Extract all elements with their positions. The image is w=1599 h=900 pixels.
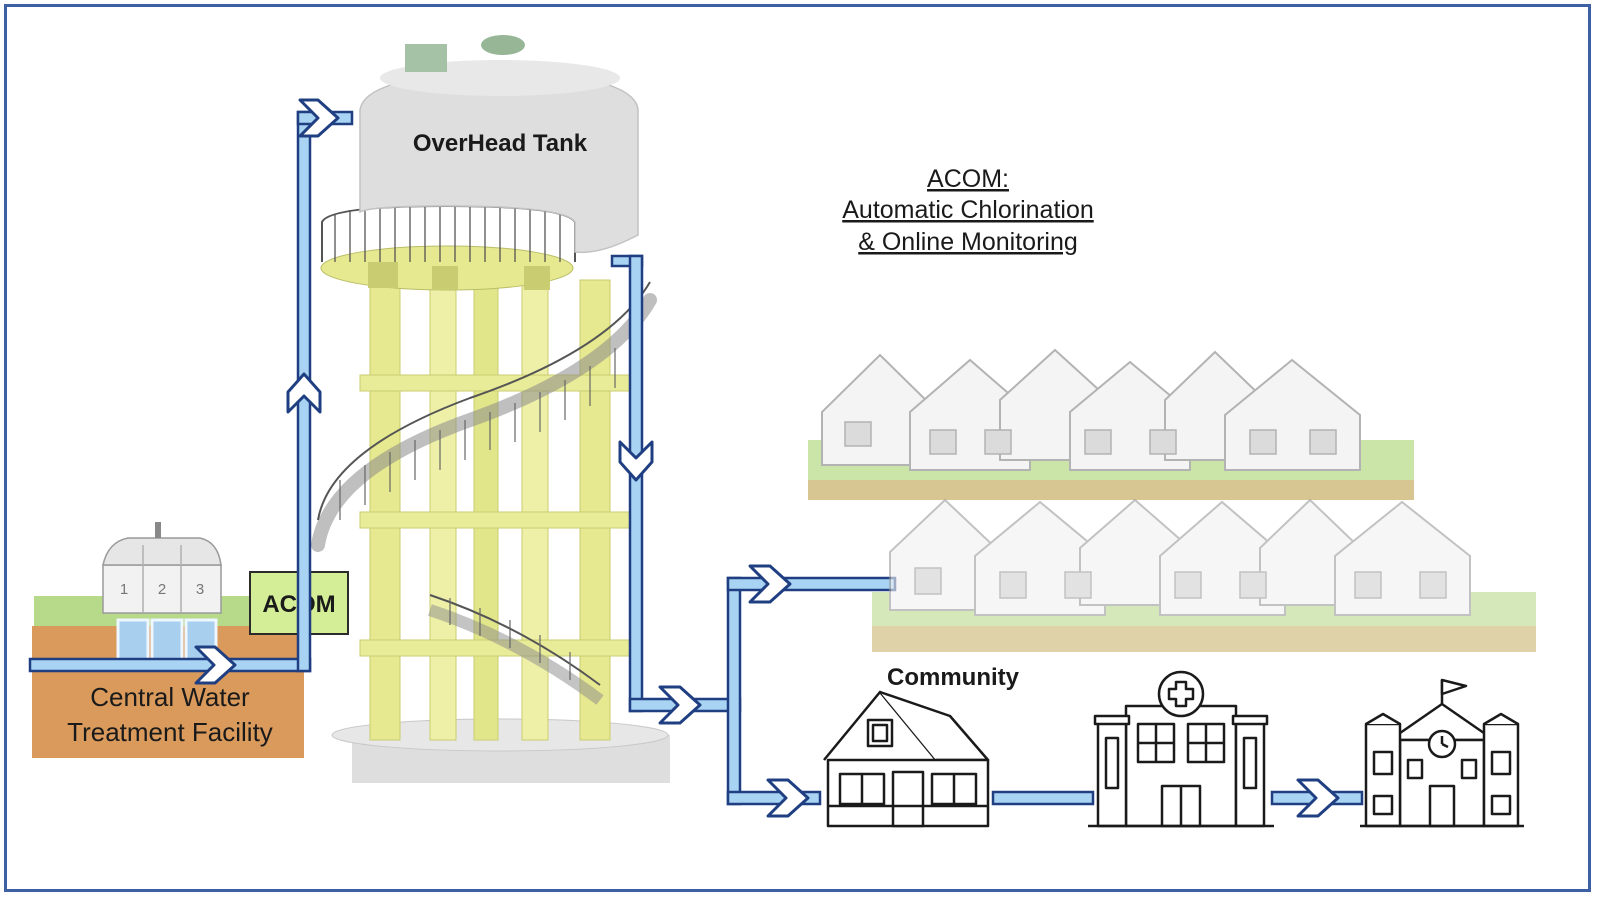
facility-label-line1: Central Water — [90, 682, 250, 712]
facility-tank-pipe — [116, 618, 150, 664]
overhead-tank — [359, 71, 639, 254]
hospital-icon — [1088, 670, 1274, 828]
facility-label-line2: Treatment Facility — [67, 717, 273, 747]
facility-roof — [102, 537, 222, 566]
overhead-tank-tower: OverHead Tank — [311, 35, 670, 783]
facility-building — [102, 564, 222, 614]
community-label: Community — [887, 664, 1020, 691]
tank-hatch — [481, 35, 525, 55]
flow-arrow-icon — [766, 778, 810, 818]
pipe-downcomer — [628, 254, 644, 713]
facility-tank-pipe — [150, 618, 184, 664]
facility-digit: 1 — [120, 581, 128, 598]
flow-arrow-icon — [748, 564, 792, 604]
acom-heading-line1: Automatic Chlorination — [842, 196, 1094, 224]
flow-arrow-icon — [658, 685, 702, 725]
tank-vent — [405, 44, 447, 72]
flow-arrow-icon — [298, 98, 340, 138]
pipe-facility-outflow — [28, 657, 312, 673]
housing-row-top — [808, 348, 1414, 500]
spiral-staircase — [311, 293, 657, 552]
flow-arrow-icon — [618, 440, 654, 482]
facility-vent — [155, 522, 161, 538]
diagram-frame — [4, 4, 1591, 892]
facility-digit: 3 — [196, 581, 204, 598]
pipe-distribution-trunk — [726, 576, 742, 806]
flow-arrow-icon — [1296, 778, 1340, 818]
acom-heading-line2: & Online Monitoring — [858, 228, 1078, 256]
pipe-to-housing — [726, 576, 897, 592]
treatment-facility: 1 2 3 Central Water Treatment Facility — [32, 522, 304, 758]
acom-heading: ACOM: Automatic Chlorination & Online Mo… — [842, 165, 1094, 256]
facility-digit: 2 — [158, 581, 166, 598]
house-icon — [1224, 358, 1361, 471]
housing-row-bottom — [872, 498, 1536, 652]
tank-label: OverHead Tank — [413, 130, 588, 157]
school-icon — [1360, 678, 1524, 828]
flow-arrow-icon — [194, 645, 237, 685]
house-icon — [823, 690, 990, 828]
pipe-house-hospital — [991, 790, 1095, 806]
tower-column — [369, 279, 401, 741]
acom-heading-title: ACOM: — [927, 165, 1009, 193]
flow-arrow-icon — [286, 372, 322, 414]
